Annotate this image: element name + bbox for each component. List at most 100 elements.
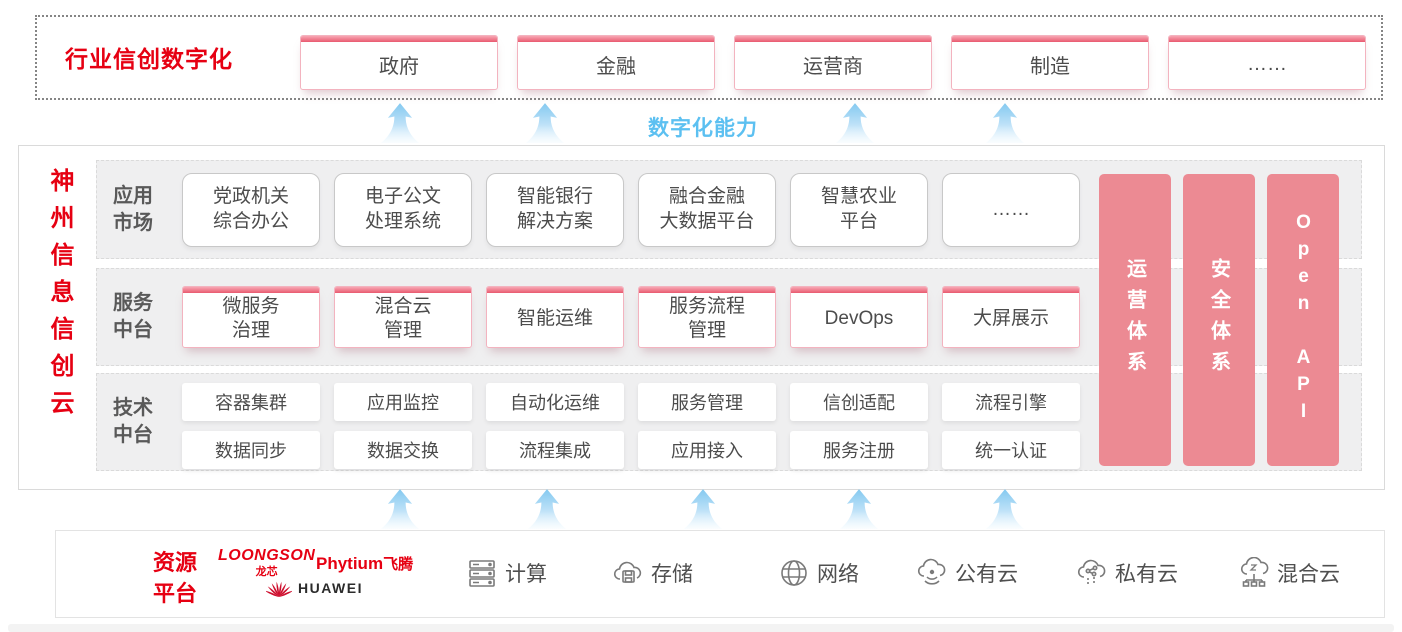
up-arrow-icon (836, 103, 874, 143)
service-box: 服务流程 管理 (638, 286, 776, 348)
network-globe-icon (781, 560, 807, 586)
box-accent-bar (487, 287, 623, 293)
bottom-divider (8, 624, 1394, 632)
industry-label: 政府 (379, 56, 419, 78)
storage-cloud-icon (613, 561, 642, 583)
phytium-logo: Phytium飞腾 (316, 553, 413, 574)
box-accent-bar (943, 287, 1079, 293)
up-arrow-icon (986, 489, 1024, 529)
industry-box-government: 政府 (300, 35, 498, 90)
capability-label: 数字化能力 (648, 117, 758, 140)
service-label: 服务流程 管理 (668, 296, 745, 341)
resource-item-label: 混合云 (1277, 563, 1340, 586)
service-box: 混合云 管理 (334, 286, 472, 348)
application-box-list: 党政机关 综合办公 电子公文 处理系统 智能银行 解决方案 融合金融 大数据平台… (182, 173, 1080, 247)
row-label-technology-platform: 技术 中台 (113, 397, 153, 446)
service-label: DevOps (824, 308, 894, 330)
huawei-logo: HUAWEI (266, 579, 363, 597)
resource-item-private-cloud: 私有云 (1076, 557, 1178, 589)
up-arrow-icon (381, 489, 419, 529)
application-box: 智慧农业 平台 (790, 173, 928, 247)
industry-label: 制造 (1030, 56, 1070, 78)
box-accent-bar (952, 36, 1148, 42)
box-accent-bar (791, 287, 927, 293)
industry-box-manufacturing: 制造 (951, 35, 1149, 90)
technology-box: 应用监控 (334, 383, 472, 421)
loongson-chinese-name: 龙芯 (255, 566, 278, 578)
resource-item-label: 计算 (505, 563, 547, 586)
technology-box: 服务管理 (638, 383, 776, 421)
resource-item-hybrid-cloud: 混合云 (1238, 557, 1340, 589)
service-platform-row: 服务 中台 微服务 治理 混合云 管理 智能运维 服务流程 管理 DevOps … (96, 268, 1362, 366)
industry-box-more: …… (1168, 35, 1366, 90)
phytium-chinese-name: 飞腾 (383, 556, 414, 573)
side-bar-operation-system: 运营体系 (1099, 174, 1171, 466)
resource-item-network: 网络 (778, 557, 859, 589)
resource-item-label: 网络 (817, 563, 859, 586)
resource-item-compute: 计算 (466, 557, 547, 589)
box-accent-bar (639, 287, 775, 293)
technology-box: 服务注册 (790, 431, 928, 469)
huawei-flower-icon (266, 581, 292, 597)
service-box-list: 微服务 治理 混合云 管理 智能运维 服务流程 管理 DevOps 大屏展示 (182, 286, 1080, 348)
technology-box: 流程引擎 (942, 383, 1080, 421)
resource-platform-title: 资源 平台 (153, 550, 198, 606)
box-accent-bar (518, 36, 714, 42)
technology-box: 数据同步 (182, 431, 320, 469)
technology-box-grid: 容器集群 应用监控 自动化运维 服务管理 信创适配 流程引擎 数据同步 数据交换… (182, 383, 1080, 469)
box-accent-bar (335, 287, 471, 293)
resource-item-label: 公有云 (955, 563, 1018, 586)
side-bar-security-system: 安全体系 (1183, 174, 1255, 466)
hybrid-cloud-icon (1240, 557, 1269, 587)
row-label-service-platform: 服务 中台 (113, 292, 153, 341)
up-arrow-icon (526, 103, 564, 143)
up-arrow-icon (684, 489, 722, 529)
cloud-platform-section: 神州信息信创云 应用 市场 党政机关 综合办公 电子公文 处理系统 智能银行 解… (18, 145, 1385, 490)
application-market-row: 应用 市场 党政机关 综合办公 电子公文 处理系统 智能银行 解决方案 融合金融… (96, 160, 1362, 259)
industry-label: …… (1247, 53, 1287, 75)
application-box: 智能银行 解决方案 (486, 173, 624, 247)
phytium-wordmark: Phytium (316, 554, 384, 573)
application-box: 融合金融 大数据平台 (638, 173, 776, 247)
loongson-logo: LOONGSON 龙芯 (218, 547, 315, 579)
application-box: 电子公文 处理系统 (334, 173, 472, 247)
box-accent-bar (735, 36, 931, 42)
loongson-wordmark: LOONGSON (218, 547, 316, 564)
resource-item-label: 私有云 (1115, 563, 1178, 586)
technology-box: 容器集群 (182, 383, 320, 421)
industry-box-telecom: 运营商 (734, 35, 932, 90)
industry-label: 金融 (596, 56, 636, 78)
resource-item-label: 存储 (651, 563, 693, 586)
private-cloud-icon (1077, 559, 1106, 584)
up-arrow-icon (381, 103, 419, 143)
box-accent-bar (301, 36, 497, 42)
service-box: 智能运维 (486, 286, 624, 348)
technology-platform-row: 技术 中台 容器集群 应用监控 自动化运维 服务管理 信创适配 流程引擎 数据同… (96, 373, 1362, 471)
up-arrow-icon (986, 103, 1024, 143)
public-cloud-icon (917, 558, 946, 585)
industry-section-title: 行业信创数字化 (65, 46, 233, 72)
technology-box: 应用接入 (638, 431, 776, 469)
service-label: 混合云 管理 (374, 296, 432, 341)
resource-item-storage: 存储 (612, 557, 693, 589)
resource-platform-section: 资源 平台 LOONGSON 龙芯 Phytium飞腾 HU (55, 530, 1385, 618)
technology-box: 数据交换 (334, 431, 472, 469)
service-box: 微服务 治理 (182, 286, 320, 348)
service-box: 大屏展示 (942, 286, 1080, 348)
industry-list: 政府 金融 运营商 制造 …… (300, 35, 1366, 90)
huawei-wordmark: HUAWEI (298, 580, 363, 596)
industry-box-finance: 金融 (517, 35, 715, 90)
technology-box: 统一认证 (942, 431, 1080, 469)
service-label: 智能运维 (516, 308, 593, 330)
row-label-application-market: 应用 市场 (113, 184, 153, 234)
technology-box: 自动化运维 (486, 383, 624, 421)
platform-title: 神州信息信创云 (46, 168, 73, 427)
technology-box: 信创适配 (790, 383, 928, 421)
application-box: 党政机关 综合办公 (182, 173, 320, 247)
box-accent-bar (183, 287, 319, 293)
industry-section: 行业信创数字化 政府 金融 运营商 制造 …… (35, 15, 1383, 100)
application-box-more: …… (942, 173, 1080, 247)
server-icon (469, 560, 495, 587)
service-box: DevOps (790, 286, 928, 348)
